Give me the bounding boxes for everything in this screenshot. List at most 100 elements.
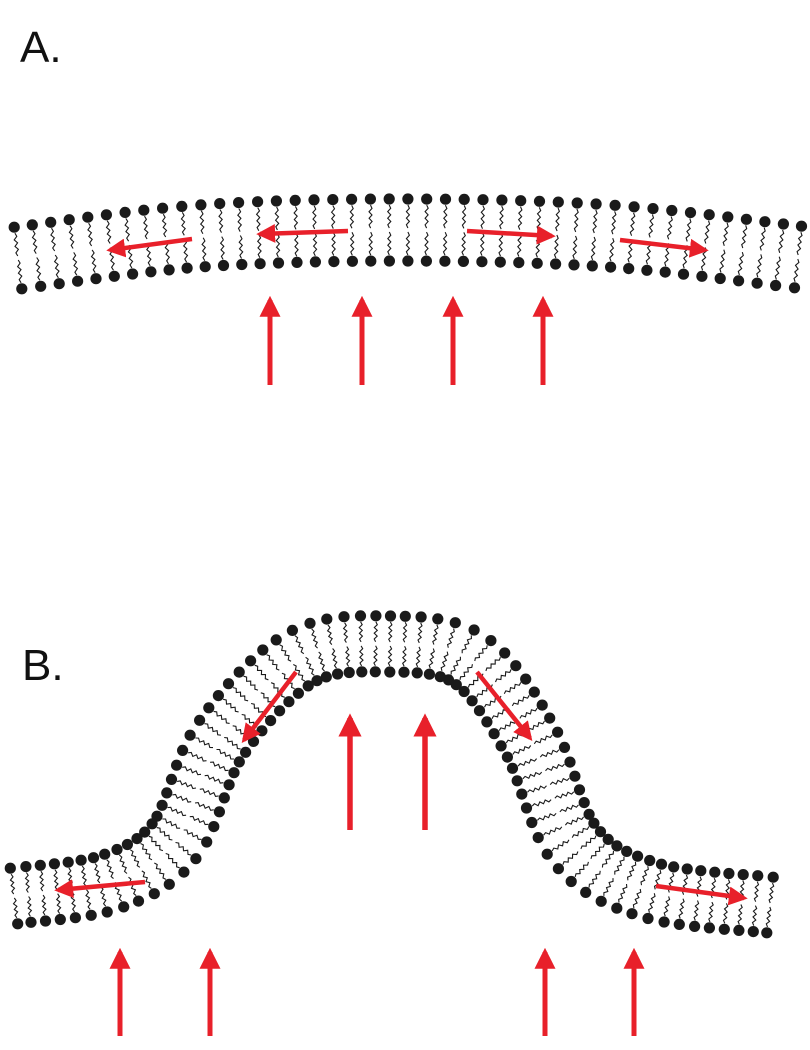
lipid-head bbox=[245, 655, 257, 667]
lipid-head bbox=[586, 260, 598, 272]
lipid-tail bbox=[536, 207, 542, 231]
lipid-tail bbox=[72, 252, 79, 276]
lipid-head bbox=[87, 852, 100, 864]
lipid-tail bbox=[318, 651, 326, 672]
lipid-tail bbox=[535, 234, 541, 258]
lipid-head bbox=[552, 726, 564, 738]
lipid-head bbox=[48, 858, 61, 870]
lipid-head bbox=[138, 204, 150, 216]
lipid-tail bbox=[796, 232, 803, 256]
lipid-tail bbox=[405, 231, 411, 256]
lipid-tail bbox=[68, 225, 75, 249]
lipid-head bbox=[485, 635, 497, 647]
lipid-tail bbox=[778, 229, 785, 253]
lipid-head bbox=[565, 875, 577, 888]
lipid-head bbox=[733, 924, 745, 937]
lipid-tail bbox=[512, 745, 532, 755]
lipid-tail bbox=[124, 218, 131, 242]
lipid-head bbox=[516, 788, 528, 800]
lipid-head bbox=[311, 675, 323, 687]
lipid-head bbox=[131, 833, 143, 845]
lipid-head bbox=[45, 216, 57, 228]
lipid-tail bbox=[35, 257, 42, 281]
lipid-tail bbox=[387, 645, 393, 667]
lipid-head bbox=[501, 751, 513, 763]
lipid-head bbox=[458, 685, 470, 698]
lipid-tail bbox=[648, 214, 655, 238]
force-arrow bbox=[106, 236, 193, 258]
lipid-head bbox=[696, 270, 708, 282]
lipid-tail bbox=[494, 669, 512, 683]
lipid-tail bbox=[517, 758, 538, 767]
lipid-head bbox=[568, 259, 580, 271]
lipid-head bbox=[626, 908, 638, 920]
lipid-head bbox=[157, 202, 169, 214]
lipid-head bbox=[423, 668, 435, 680]
lipid-tail bbox=[312, 205, 317, 230]
lipid-head bbox=[632, 850, 644, 862]
lipid-head bbox=[302, 680, 314, 692]
lipid-tail bbox=[270, 682, 285, 698]
lipid-head bbox=[590, 198, 602, 210]
lipid-tail bbox=[182, 239, 189, 263]
lipid-head bbox=[145, 266, 157, 278]
lipid-tail bbox=[140, 843, 153, 861]
lipid-head bbox=[399, 610, 411, 622]
lipid-head bbox=[536, 699, 548, 711]
lipid-head bbox=[513, 257, 525, 269]
lipid-tail bbox=[485, 657, 501, 672]
lipid-head bbox=[121, 838, 133, 851]
lipid-tail bbox=[751, 905, 758, 926]
lipid-tail bbox=[533, 734, 553, 745]
lipid-tail bbox=[293, 206, 299, 230]
lipid-head bbox=[458, 193, 470, 205]
lipid-head bbox=[677, 268, 690, 280]
lipid-tail bbox=[424, 204, 429, 229]
lipid-head bbox=[218, 792, 230, 804]
lipid-tail bbox=[559, 804, 579, 813]
lipid-head bbox=[208, 821, 220, 833]
lipid-head bbox=[550, 258, 562, 270]
lipid-head bbox=[411, 667, 423, 679]
lipid-head bbox=[383, 193, 395, 205]
lipid-tail bbox=[312, 232, 318, 257]
lipid-head bbox=[148, 888, 160, 900]
lipid-head bbox=[369, 666, 381, 678]
lipid-tail bbox=[526, 720, 545, 732]
lipid-tail bbox=[722, 222, 729, 246]
lipid-tail bbox=[614, 856, 625, 875]
lipid-head bbox=[101, 906, 113, 918]
lipid-tail bbox=[564, 816, 585, 826]
lipid-tail bbox=[70, 891, 77, 913]
lipid-tail bbox=[87, 222, 93, 247]
lipid-head bbox=[328, 256, 340, 268]
lipid-tail bbox=[199, 210, 205, 235]
lipid-head bbox=[111, 843, 123, 856]
lipid-tail bbox=[461, 205, 467, 229]
lipid-tail bbox=[618, 883, 628, 903]
lipid-tail bbox=[549, 777, 570, 785]
lipid-head bbox=[108, 270, 120, 282]
lipid-tail bbox=[588, 870, 601, 888]
lipid-tail bbox=[175, 841, 192, 856]
lipid-tail bbox=[279, 644, 292, 662]
lipid-tail bbox=[105, 220, 112, 244]
lipid-tail bbox=[305, 656, 315, 676]
lipid-head bbox=[795, 220, 808, 232]
lipid-head bbox=[420, 255, 432, 267]
lipid-head bbox=[398, 666, 410, 678]
lipid-tail bbox=[85, 889, 92, 910]
lipid-head bbox=[190, 853, 202, 865]
lipid-head bbox=[733, 275, 745, 287]
lipid-head bbox=[494, 256, 506, 268]
lipid-head bbox=[747, 926, 759, 938]
lipid-head bbox=[384, 610, 397, 622]
lipid-head bbox=[496, 194, 508, 206]
lipid-tail bbox=[41, 894, 47, 916]
lipid-tail bbox=[373, 645, 378, 667]
lipid-head bbox=[177, 744, 189, 757]
lipid-tail bbox=[417, 622, 423, 644]
lipid-tail bbox=[553, 234, 559, 259]
lipid-head bbox=[495, 740, 507, 752]
lipid-head bbox=[770, 279, 782, 292]
